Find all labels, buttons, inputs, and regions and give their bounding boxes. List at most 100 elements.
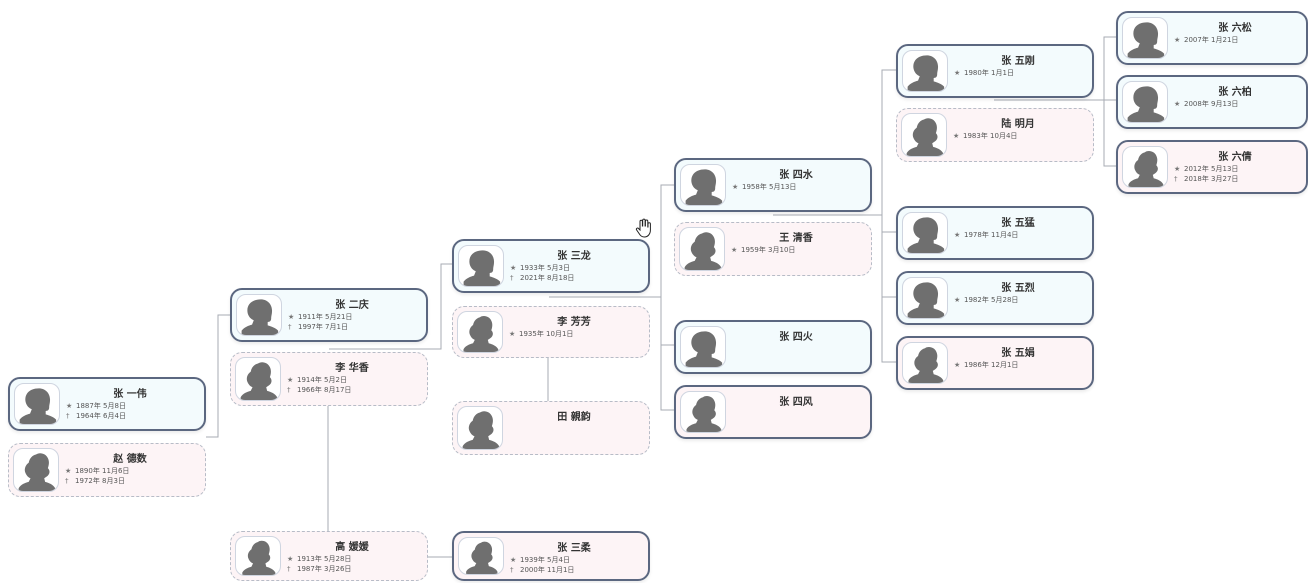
person-dates: ★2007年 1月21日 [1174, 35, 1238, 45]
person-card-lu-mingyue[interactable]: 陆 明月 ★1983年 10月4日 [896, 108, 1094, 162]
person-name: 李 华香 [335, 363, 369, 374]
person-name: 高 媛媛 [335, 542, 369, 553]
born-star-icon: ★ [731, 246, 738, 254]
person-name: 张 六松 [1218, 23, 1252, 34]
person-dates: ★1911年 5月21日 † 1997年 7月1日 [288, 312, 352, 332]
death-dagger-icon: † [287, 386, 291, 394]
female-silhouette-icon [235, 357, 281, 401]
born-star-icon: ★ [510, 264, 517, 272]
person-card-zhang-wujuan[interactable]: 张 五娟 ★1986年 12月1日 [896, 336, 1094, 390]
person-dates: ★1939年 5月4日 †2000年 11月1日 [510, 555, 574, 575]
male-silhouette-icon [458, 245, 504, 287]
person-card-zhang-wumeng[interactable]: 张 五猛 ★1978年 11月4日 [896, 206, 1094, 260]
birth-date: 1959年 3月10日 [741, 246, 796, 254]
person-dates: ★1958年 5月13日 [732, 182, 796, 192]
birth-date: 1911年 5月21日 [298, 313, 353, 321]
person-name: 李 芳芳 [557, 317, 591, 328]
person-card-gao-yuanyuan[interactable]: 高 媛媛 ★1913年 5月28日 †1987年 3月26日 [230, 531, 428, 581]
person-dates: ★1890年 11月6日 †1972年 8月3日 [65, 466, 129, 486]
person-name: 张 二庆 [335, 300, 369, 311]
person-card-li-fangfang[interactable]: 李 芳芳 ★1935年 10月1日 [452, 306, 650, 358]
person-card-zhang-liubai[interactable]: 张 六柏 ★2008年 9月13日 [1116, 75, 1308, 129]
born-star-icon: ★ [66, 402, 73, 410]
born-star-icon: ★ [954, 69, 961, 77]
connector-liuqing [1103, 100, 1116, 167]
born-star-icon: ★ [954, 231, 961, 239]
person-card-zhang-sifeng[interactable]: 张 四风 [674, 385, 872, 439]
person-card-zhang-wugang[interactable]: 张 五刚 ★1980年 1月1日 [896, 44, 1094, 98]
connector-yiwei-erqing [206, 314, 230, 438]
person-card-zhang-liuqing[interactable]: 张 六倩 ★2012年 5月13日 †2018年 3月27日 [1116, 140, 1308, 194]
female-silhouette-icon [901, 113, 947, 157]
female-silhouette-icon [457, 311, 503, 353]
person-card-zhang-erqing[interactable]: 张 二庆 ★1911年 5月21日 † 1997年 7月1日 [230, 288, 428, 342]
death-dagger-icon: † [510, 566, 514, 574]
born-star-icon: ★ [1174, 36, 1181, 44]
death-date: 1966年 8月17日 [297, 386, 352, 394]
birth-date: 1935年 10月1日 [519, 330, 574, 338]
born-star-icon: ★ [1174, 100, 1181, 108]
person-card-zhang-wulie[interactable]: 张 五烈 ★1982年 5月28日 [896, 271, 1094, 325]
birth-date: 1913年 5月28日 [297, 555, 352, 563]
person-card-zhao-sushu[interactable]: 赵 德数 ★1890年 11月6日 †1972年 8月3日 [8, 443, 206, 497]
person-name: 田 親韵 [557, 412, 591, 423]
birth-date: 1939年 5月4日 [520, 556, 570, 564]
born-star-icon: ★ [288, 313, 295, 321]
female-silhouette-icon [458, 537, 504, 575]
birth-date: 1914年 5月2日 [297, 376, 347, 384]
birth-date: 1933年 5月3日 [520, 264, 570, 272]
person-card-zhang-sishui[interactable]: 张 四水 ★1958年 5月13日 [674, 158, 872, 212]
connector-wujuan [881, 297, 896, 363]
born-star-icon: ★ [65, 467, 72, 475]
born-star-icon: ★ [953, 132, 960, 140]
male-silhouette-icon [902, 50, 948, 92]
person-dates: ★1933年 5月3日 †2021年 8月18日 [510, 263, 574, 283]
death-dagger-icon: † [66, 412, 70, 420]
born-star-icon: ★ [287, 376, 294, 384]
birth-date: 1986年 12月1日 [964, 361, 1019, 369]
connector-wugang-liusong [994, 36, 1116, 101]
person-name: 王 清香 [779, 233, 813, 244]
death-date: 1997年 7月1日 [298, 323, 348, 331]
person-name: 张 三柔 [557, 543, 591, 554]
death-date: 1972年 8月3日 [75, 477, 125, 485]
male-silhouette-icon [1122, 17, 1168, 59]
person-card-zhang-sihuo[interactable]: 张 四火 [674, 320, 872, 374]
born-star-icon: ★ [510, 556, 517, 564]
person-card-zhang-yiwei[interactable]: 张 一伟 ★1887年 5月8日 †1964年 6月4日 [8, 377, 206, 431]
female-silhouette-icon [680, 391, 726, 433]
person-card-wang-qingxiang[interactable]: 王 清香 ★1959年 3月10日 [674, 222, 872, 276]
person-dates: ★1982年 5月28日 [954, 295, 1018, 305]
birth-date: 1982年 5月28日 [964, 296, 1019, 304]
person-name: 张 五娟 [1001, 348, 1035, 359]
person-name: 张 五猛 [1001, 218, 1035, 229]
person-card-li-huaxiang[interactable]: 李 华香 ★1914年 5月2日 † 1966年 8月17日 [230, 352, 428, 406]
male-silhouette-icon [902, 277, 948, 319]
person-card-zhang-sanlong[interactable]: 张 三龙 ★1933年 5月3日 †2021年 8月18日 [452, 239, 650, 293]
person-name: 张 六柏 [1218, 87, 1252, 98]
person-card-zhang-sanrou[interactable]: 张 三柔 ★1939年 5月4日 †2000年 11月1日 [452, 531, 650, 581]
death-date: 2018年 3月27日 [1184, 175, 1239, 183]
connector-erqing-sanlong [329, 263, 452, 350]
female-silhouette-icon [235, 536, 281, 576]
hand-cursor-icon [634, 218, 652, 238]
person-card-tian-qinyun[interactable]: 田 親韵 [452, 401, 650, 455]
birth-date: 1983年 10月4日 [963, 132, 1018, 140]
female-silhouette-icon [1122, 146, 1168, 188]
person-dates: ★1978年 11月4日 [954, 230, 1018, 240]
male-silhouette-icon [902, 212, 948, 254]
born-star-icon: ★ [1174, 165, 1181, 173]
connector-sishui-wugang [773, 69, 896, 216]
person-dates: ★1983年 10月4日 [953, 131, 1017, 141]
birth-date: 1887年 5月8日 [76, 402, 126, 410]
birth-date: 1978年 11月4日 [964, 231, 1019, 239]
birth-date: 1980年 1月1日 [964, 69, 1014, 77]
death-dagger-icon: † [288, 323, 292, 331]
birth-date: 2012年 5月13日 [1184, 165, 1239, 173]
birth-date: 2007年 1月21日 [1184, 36, 1239, 44]
person-card-zhang-liusong[interactable]: 张 六松 ★2007年 1月21日 [1116, 11, 1308, 65]
death-date: 2021年 8月18日 [520, 274, 575, 282]
female-silhouette-icon [457, 406, 503, 450]
connector-wulie [881, 232, 896, 298]
